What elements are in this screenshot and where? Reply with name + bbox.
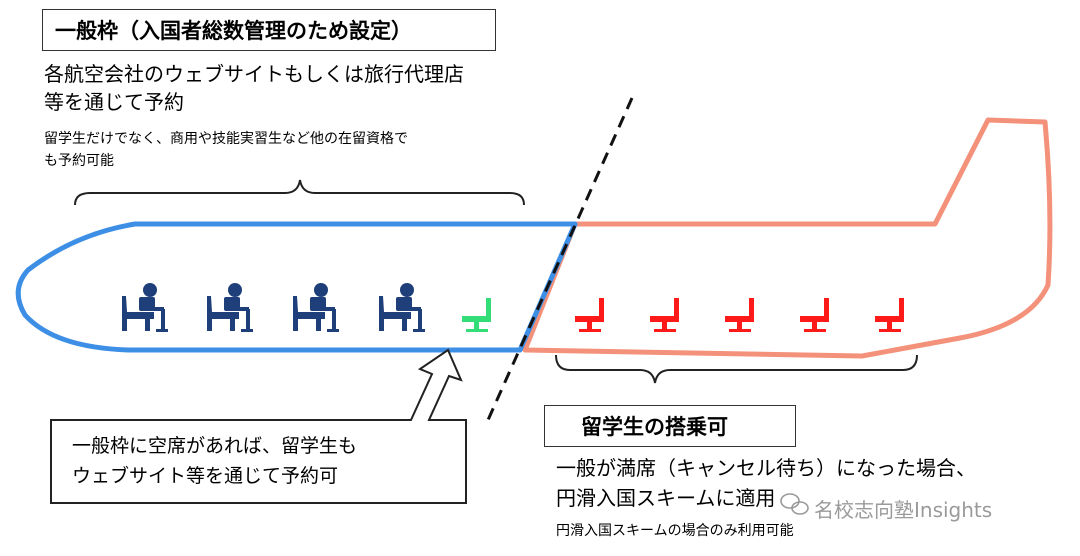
empty-seat-icon xyxy=(800,298,829,332)
student-boarding-title: 留学生の搭乗可 xyxy=(544,405,796,447)
callout-text: 一般枠に空席があれば、留学生も ウェブサイト等を通じて予約可 xyxy=(72,431,357,491)
general-description-line: 各航空会社のウェブサイトもしくは旅行代理店 xyxy=(44,60,464,88)
general-description-line: 等を通じて予約 xyxy=(44,88,464,116)
empty-seat-icon xyxy=(650,298,679,332)
student-note: 円滑入国スキームの場合のみ利用可能 xyxy=(556,520,794,542)
watermark: 名校志向塾Insights xyxy=(814,494,992,523)
general-section-outline xyxy=(18,224,575,350)
callout-line: ウェブサイト等を通じて予約可 xyxy=(72,461,357,491)
empty-seat-icon xyxy=(575,298,604,332)
general-note: 留学生だけでなく、商用や技能実習生など他の在留資格で も予約可能 xyxy=(44,128,408,172)
general-note-line: も予約可能 xyxy=(44,150,408,172)
empty-seat-icon xyxy=(875,298,904,332)
student-brace xyxy=(556,355,917,383)
general-note-line: 留学生だけでなく、商用や技能実習生など他の在留資格で xyxy=(44,128,408,150)
student-description-line: 一般が満席（キャンセル待ち）になった場合、 xyxy=(556,453,976,483)
empty-seat-icon xyxy=(725,298,754,332)
callout-line: 一般枠に空席があれば、留学生も xyxy=(72,431,357,461)
general-description: 各航空会社のウェブサイトもしくは旅行代理店 等を通じて予約 xyxy=(44,60,464,116)
general-quota-title: 一般枠（入国者総数管理のため設定） xyxy=(42,9,496,51)
general-brace xyxy=(75,180,524,205)
